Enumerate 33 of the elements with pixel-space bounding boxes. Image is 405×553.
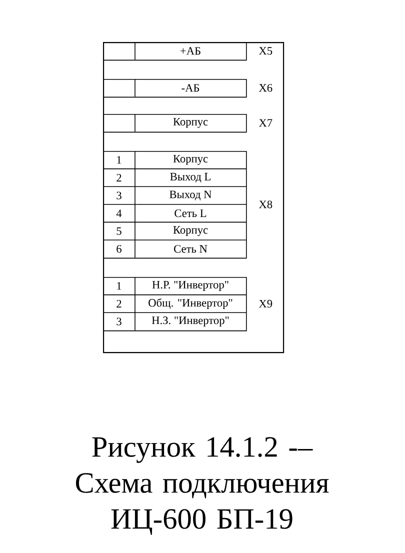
caption: Рисунок 14.1.2 -– Схема подключения ИЦ-600 БП-19 [76,437,329,535]
signal-name: -АБ [182,84,200,92]
signal-name: Корпус [173,226,208,236]
pin-number: 3 [116,192,122,200]
connector-table [103,78,272,98]
signal-name: Общ. "Инвертор" [148,298,232,309]
connector-label: X8 [258,200,272,208]
signal-name: Выход L [170,172,210,183]
connector-table [103,114,272,133]
pin-number: 3 [116,318,122,326]
signal-name: Н.Р. "Инвертор" [152,280,228,291]
connector-table [103,42,272,61]
pin-number: 5 [116,227,122,235]
pin-number: 4 [116,210,122,218]
pin-number: 1 [117,282,122,290]
pin-number: 1 [117,156,122,164]
signal-name: Выход N [170,190,212,200]
signal-name: Н.З. "Инвертор" [152,316,229,326]
signal-name: Сеть L [174,210,206,218]
device-frame [103,42,284,354]
connector-label: X7 [258,119,272,127]
connector-label: X9 [258,300,272,308]
connector-label: X6 [258,84,272,92]
signal-name: Корпус [173,154,208,165]
pin-number: 2 [116,174,122,182]
connector-label: X5 [258,47,272,55]
signal-name: Сеть N [174,245,208,253]
connector-table [102,150,272,259]
pin-number: 6 [116,245,122,253]
pin-number: 2 [116,300,122,308]
signal-name: Корпус [173,118,208,128]
connector-table [102,276,272,332]
signal-name: +АБ [180,47,200,55]
